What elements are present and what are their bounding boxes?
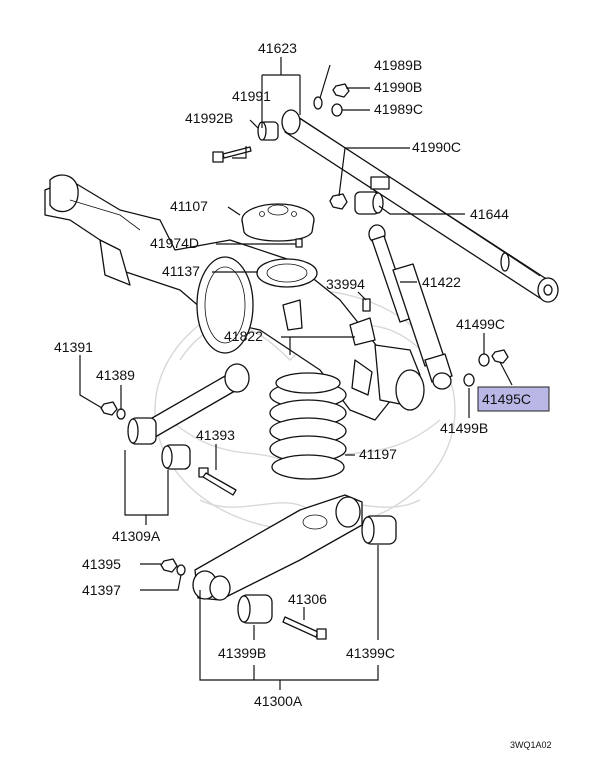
bolt-41306[interactable] xyxy=(282,616,327,640)
label-41306[interactable]: 41306 xyxy=(288,591,327,607)
part-labels: 41623 41989B 41990B 41991 41989C 41992B … xyxy=(54,40,552,750)
label-41499C[interactable]: 41499C xyxy=(456,316,505,332)
label-41623[interactable]: 41623 xyxy=(258,40,297,56)
washer-41389[interactable] xyxy=(116,408,126,420)
label-41389[interactable]: 41389 xyxy=(96,367,135,383)
washer-41989B[interactable] xyxy=(313,96,323,110)
leader-lines xyxy=(79,57,513,690)
label-41399B[interactable]: 41399B xyxy=(218,645,266,661)
washer-41499B[interactable] xyxy=(463,373,475,387)
label-41990B[interactable]: 41990B xyxy=(374,79,422,95)
spring-pad-41137[interactable] xyxy=(256,258,318,288)
label-41309A[interactable]: 41309A xyxy=(112,528,161,544)
axle-housing[interactable] xyxy=(44,174,425,421)
shock-absorber-41422[interactable] xyxy=(368,224,453,390)
label-41991[interactable]: 41991 xyxy=(232,88,271,104)
coil-spring-41197[interactable] xyxy=(269,372,347,480)
bolt-41992B[interactable] xyxy=(212,146,252,163)
label-41107[interactable]: 41107 xyxy=(170,198,208,214)
label-41495C[interactable]: 41495C xyxy=(482,391,531,407)
label-41197[interactable]: 41197 xyxy=(359,446,397,462)
bolt-33994[interactable] xyxy=(362,298,371,312)
lateral-rod[interactable] xyxy=(281,109,559,303)
highlight-box xyxy=(477,386,550,412)
upper-arm-41309A[interactable] xyxy=(127,363,250,445)
label-41974D[interactable]: 41974D xyxy=(150,235,199,251)
nut-41391[interactable] xyxy=(100,401,118,416)
washer-41499C[interactable] xyxy=(478,353,490,367)
label-41393[interactable]: 41393 xyxy=(196,427,235,443)
label-41499B[interactable]: 41499B xyxy=(440,420,488,436)
label-41399C[interactable]: 41399C xyxy=(346,645,395,661)
label-41397[interactable]: 41397 xyxy=(82,582,121,598)
bushing-41644[interactable] xyxy=(354,176,390,215)
stud-41974D[interactable] xyxy=(295,238,303,248)
lower-arm-41300A[interactable] xyxy=(192,494,363,601)
washer-41989C[interactable] xyxy=(331,103,343,117)
nut-41495C[interactable] xyxy=(491,349,509,364)
bushing-41399C[interactable] xyxy=(361,515,397,545)
label-41395[interactable]: 41395 xyxy=(82,556,121,572)
label-41990C[interactable]: 41990C xyxy=(412,139,461,155)
label-41391[interactable]: 41391 xyxy=(54,339,93,355)
bolt-41393[interactable] xyxy=(198,467,237,496)
washer-41397[interactable] xyxy=(176,564,186,576)
label-41989B[interactable]: 41989B xyxy=(374,57,422,73)
nut-41395[interactable] xyxy=(160,558,178,573)
figure-code: 3WQ1A02 xyxy=(510,740,552,750)
label-41644[interactable]: 41644 xyxy=(470,206,509,222)
label-41137[interactable]: 41137 xyxy=(162,263,200,279)
nut-41990B[interactable] xyxy=(332,83,350,98)
bushing-41309A[interactable] xyxy=(161,444,191,470)
label-41422[interactable]: 41422 xyxy=(422,274,461,290)
label-41989C[interactable]: 41989C xyxy=(374,101,423,117)
spring-seat-41107[interactable] xyxy=(241,203,315,242)
bushing-41991[interactable] xyxy=(257,121,279,141)
bump-stop-41822[interactable] xyxy=(282,299,376,346)
label-33994[interactable]: 33994 xyxy=(326,276,365,292)
nut-41990C[interactable] xyxy=(329,193,348,210)
label-41822[interactable]: 41822 xyxy=(224,328,263,344)
label-41992B[interactable]: 41992B xyxy=(185,110,233,126)
bushing-41399B[interactable] xyxy=(237,594,273,624)
label-41300A[interactable]: 41300A xyxy=(254,693,303,709)
